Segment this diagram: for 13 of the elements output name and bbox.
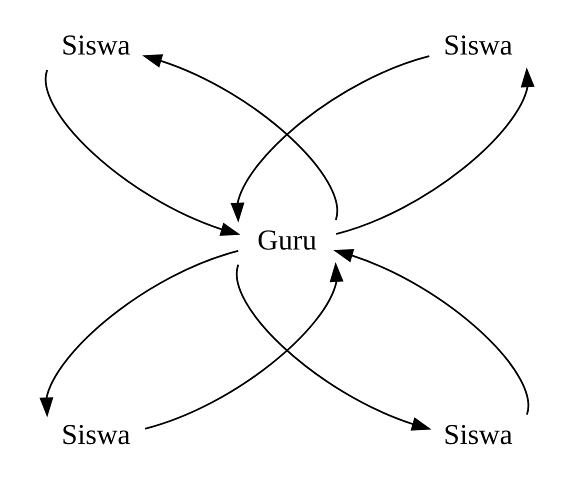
arrow — [144, 262, 344, 430]
arrow — [333, 248, 530, 415]
node-text: Guru — [257, 224, 317, 256]
arrow — [336, 67, 535, 235]
arrow — [230, 55, 430, 223]
arrow — [142, 54, 338, 220]
node-text: Siswa — [444, 419, 513, 452]
node-text: Siswa — [444, 30, 513, 62]
arrow — [236, 264, 432, 431]
arrow — [39, 250, 238, 418]
node-text: Siswa — [61, 30, 130, 62]
arrow — [44, 70, 240, 236]
node-text: Siswa — [61, 419, 130, 452]
